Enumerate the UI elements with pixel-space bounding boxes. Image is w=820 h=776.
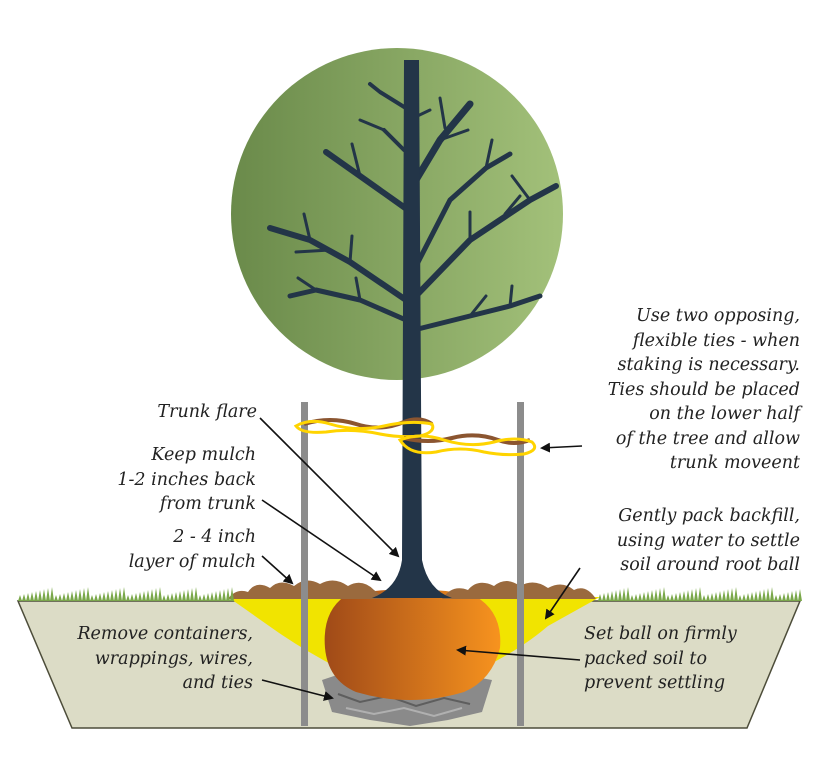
arrow-mulch-layer xyxy=(261,555,294,585)
label-set-ball: Set ball on firmly packed soil to prevent … xyxy=(584,622,737,696)
branch xyxy=(294,248,332,254)
label-line: flexible ties - when xyxy=(632,330,800,351)
branch xyxy=(503,194,522,216)
tie-lower-brown xyxy=(403,433,531,445)
tree-branches xyxy=(267,82,559,333)
label-ties: Use two opposing, flexible ties - when sta… xyxy=(608,304,800,476)
label-line: of the tree and allow xyxy=(615,428,800,449)
label-backfill: Gently pack backfill, using water to sett… xyxy=(617,504,800,578)
label-line: wrappings, wires, xyxy=(94,648,253,669)
branch xyxy=(409,183,559,303)
label-line: Remove containers, xyxy=(77,624,253,644)
gravel-texture xyxy=(337,693,471,708)
grass-blades xyxy=(18,587,234,601)
branch xyxy=(484,138,494,170)
label-line: 2 - 4 inch xyxy=(173,527,256,547)
grass-left xyxy=(18,587,234,601)
label-line: packed soil to xyxy=(584,648,708,669)
label-line: Use two opposing, xyxy=(636,306,800,326)
label-line: and ties xyxy=(182,673,253,693)
label-line: Keep mulch xyxy=(151,445,256,465)
label-line: trunk moveent xyxy=(669,453,800,473)
grass-right xyxy=(598,587,802,601)
label-line: 1-2 inches back xyxy=(117,469,256,490)
label-line: Trunk flare xyxy=(157,402,257,422)
label-line: using water to settle xyxy=(616,530,800,551)
label-line: Set ball on firmly xyxy=(584,624,737,644)
branch xyxy=(508,284,514,308)
arrow-remove-containers xyxy=(261,679,334,701)
label-line: from trunk xyxy=(159,494,256,514)
branch xyxy=(438,96,447,130)
label-line: on the lower half xyxy=(649,404,800,424)
stake-right xyxy=(517,402,524,726)
branch xyxy=(438,128,470,142)
branch xyxy=(510,174,532,202)
branch xyxy=(354,276,362,302)
gravel-texture-2 xyxy=(345,706,463,718)
label-line: staking is necessary. xyxy=(617,355,801,375)
label-line: prevent settling xyxy=(584,673,726,693)
label-remove-containers: Remove containers, wrappings, wires, and t… xyxy=(77,622,253,696)
stake-left xyxy=(301,402,308,726)
tie-lower-yellow xyxy=(397,434,537,457)
arrow-trunk-flare xyxy=(259,417,400,558)
label-trunk-flare: Trunk flare xyxy=(157,400,257,425)
tree-trunk xyxy=(372,60,452,598)
arrow-backfill xyxy=(544,567,581,620)
branch xyxy=(368,82,411,112)
branch xyxy=(302,212,312,242)
tree-canopy xyxy=(231,48,563,380)
branch xyxy=(382,128,406,152)
branch xyxy=(358,118,386,132)
label-line: Ties should be placed xyxy=(607,379,800,400)
branch xyxy=(411,293,543,333)
tie-upper-yellow xyxy=(293,419,435,439)
branch xyxy=(287,287,409,323)
branch xyxy=(296,276,318,292)
branch xyxy=(468,294,488,318)
label-line: Gently pack backfill, xyxy=(618,506,800,526)
branch xyxy=(348,234,354,264)
label-mulch-layer: 2 - 4 inch layer of mulch xyxy=(129,525,256,574)
arrow-set-ball xyxy=(456,645,581,661)
arrow-ties xyxy=(540,442,583,453)
arrow-keep-mulch xyxy=(261,499,382,582)
root-ball xyxy=(324,589,501,700)
branch xyxy=(411,151,513,273)
label-line: layer of mulch xyxy=(128,551,256,572)
grass-blades xyxy=(598,587,802,601)
label-keep-mulch: Keep mulch 1-2 inches back from trunk xyxy=(117,443,256,517)
branch xyxy=(350,142,362,178)
label-line: soil around root ball xyxy=(620,555,800,575)
